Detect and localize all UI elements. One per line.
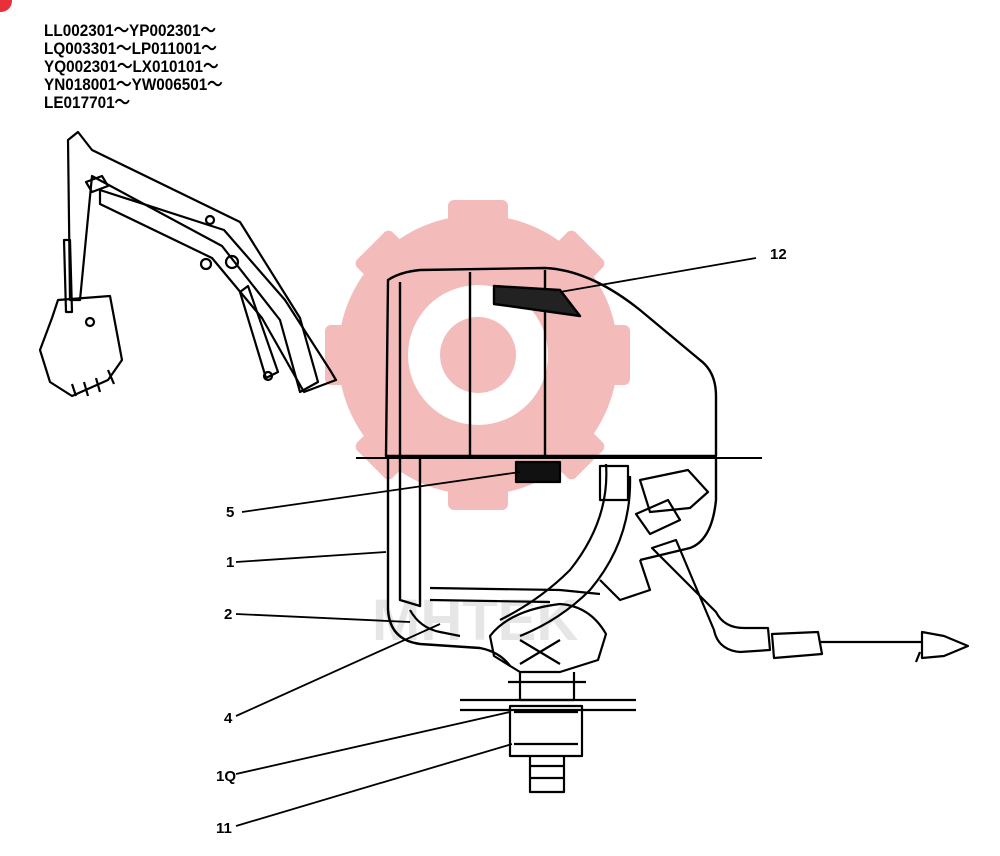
serial-range: LL002301～YP002301～ — [44, 21, 216, 40]
callout-2: 2 — [224, 606, 233, 623]
serial-range: YN018001～YW006501～ — [44, 75, 223, 94]
watermark-gear-icon — [325, 200, 630, 510]
steering-column-mechanism — [409, 460, 970, 794]
callout-1: 1 — [226, 554, 235, 571]
callout-12: 12 — [770, 246, 787, 263]
callout-10: 1Q — [216, 768, 237, 785]
serial-range: LQ003301～LP011001～ — [44, 39, 217, 58]
serial-range: LE017701～ — [44, 93, 130, 112]
callout-4: 4 — [224, 710, 233, 727]
excavator-arm-sketch — [38, 130, 338, 398]
callout-leaders — [235, 257, 757, 827]
callout-5: 5 — [226, 504, 235, 521]
callout-11: 11 — [216, 820, 232, 837]
watermark-text: MHTEK — [372, 588, 578, 653]
serial-number-list: LL002301～YP002301～ LQ003301～LP011001～ YQ… — [44, 22, 223, 112]
serial-range: YQ002301～LX010101～ — [44, 57, 219, 76]
cab-housing — [356, 266, 762, 667]
